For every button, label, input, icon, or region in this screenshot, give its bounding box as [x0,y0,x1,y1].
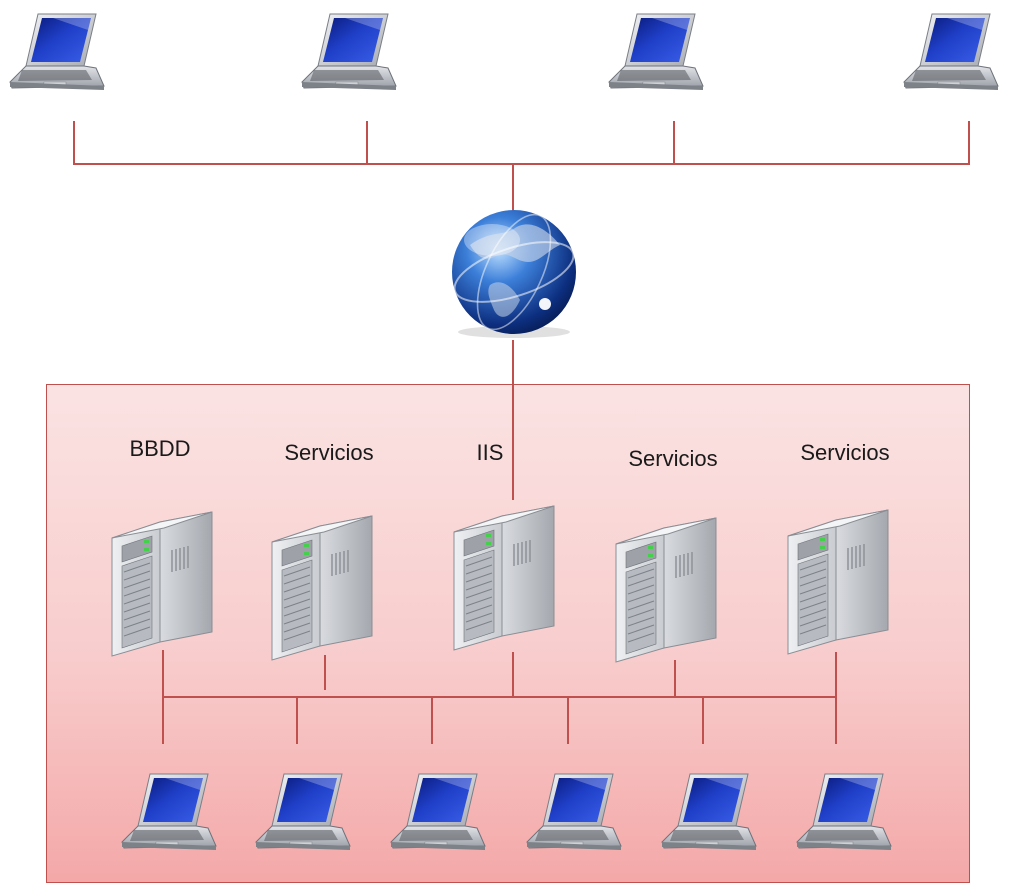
remote-clients-bus [73,121,970,165]
remote-laptop-icon-2 [301,13,397,91]
local-laptop-icon-1 [121,773,217,851]
server-label-servicios-1: Servicios [284,440,374,465]
server-icon-servicios-2 [615,517,717,663]
server-icon-servicios-3 [787,509,889,655]
remote-laptop-icon-3 [608,13,704,91]
network-links [73,121,970,744]
remote-laptop-icon-1 [9,13,105,91]
server-icon-bbdd [111,511,213,657]
local-laptop-icon-6 [796,773,892,851]
server-label-bbdd: BBDD [129,436,191,461]
local-laptop-icon-5 [661,773,757,851]
server-icon-servicios-1 [271,515,373,661]
globe-icon [452,210,576,338]
local-laptop-icon-3 [390,773,486,851]
server-label-servicios-3: Servicios [800,440,890,465]
server-icon-iis [453,505,555,651]
local-laptop-icon-2 [255,773,351,851]
remote-laptop-icon-4 [903,13,999,91]
server-label-iis: IIS [476,440,504,465]
local-laptop-icon-4 [526,773,622,851]
server-label-servicios-2: Servicios [628,446,718,471]
